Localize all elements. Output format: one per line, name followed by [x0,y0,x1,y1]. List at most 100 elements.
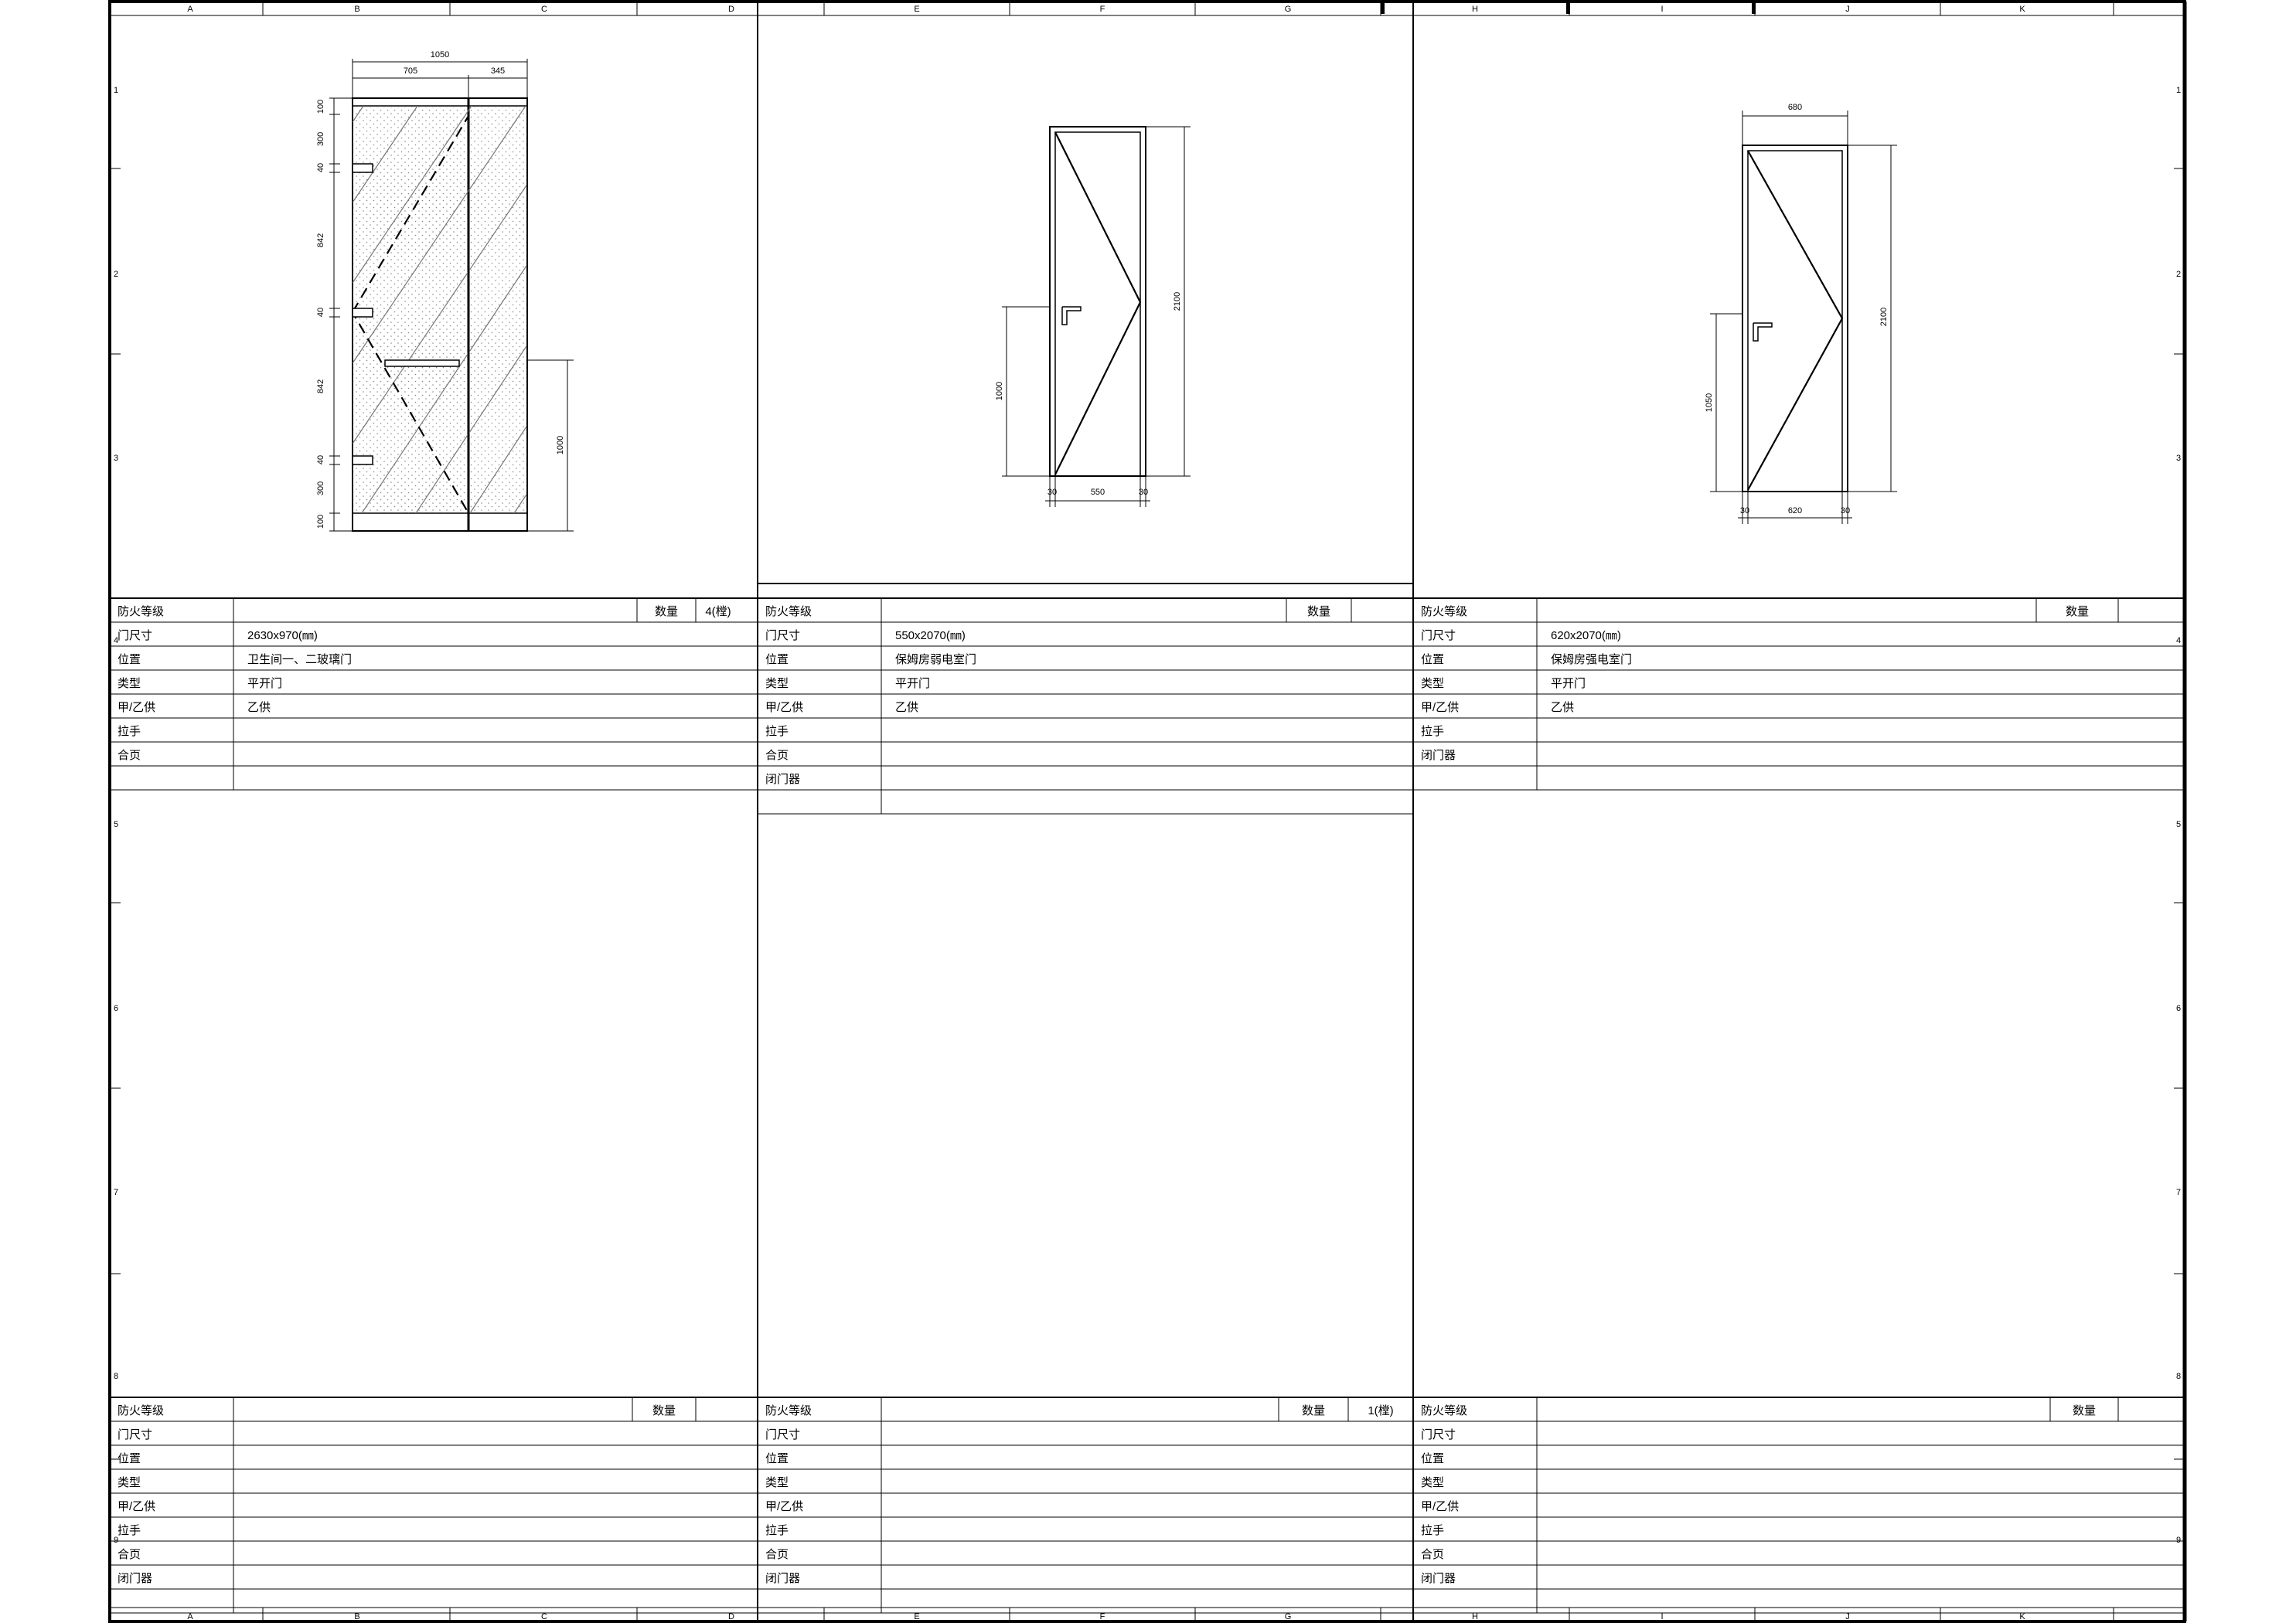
spec-row-label: 拉手 [1421,725,1444,738]
spec-row-label: 闭门器 [1421,749,1456,762]
column-label: H [1472,1612,1478,1621]
fire-rating-label: 防火等级 [765,604,812,618]
hinge-bottom [352,455,373,465]
dim-300-bottom: 300 [316,481,325,495]
row-label-right: 4 [2176,636,2181,645]
column-label: B [354,1612,359,1621]
row-label-left: 9 [114,1536,118,1545]
column-label: K [2019,1612,2025,1621]
column-label: G [1285,1612,1292,1621]
quantity-value: 1(樘) [1368,1404,1393,1417]
spec-row-label: 拉手 [765,1524,789,1537]
fire-rating-label: 防火等级 [1421,604,1467,618]
row-label-left: 5 [114,820,118,829]
spec-row-label: 拉手 [118,1524,141,1537]
spec-row-label: 合页 [118,1548,141,1561]
fire-rating-label: 防火等级 [118,604,164,618]
spec-row-label: 位置 [765,653,789,666]
door-frame-outer [1742,145,1848,492]
grid-marker-top [1752,3,1756,14]
spec-row-label: 门尺寸 [1421,1428,1456,1441]
spec-row-label: 门尺寸 [118,1428,152,1441]
spec-row-label: 类型 [1421,677,1444,690]
row-label-right: 7 [2176,1188,2181,1197]
column-label: H [1472,5,1478,14]
dim-handle-height: 1050 [1705,393,1714,412]
quantity-label: 数量 [655,605,678,618]
spec-row-label: 闭门器 [765,773,800,786]
column-label: F [1100,1612,1105,1621]
door-frame-outer [1049,126,1146,477]
spec-row-value: 保姆房弱电室门 [895,653,976,666]
spec-row-label: 门尺寸 [118,629,152,642]
dimensions-glass-door [329,59,574,532]
spec-row-label: 拉手 [118,725,141,738]
row-label-right: 2 [2176,270,2181,279]
door-frame-inner [1054,131,1141,477]
quantity-label: 数量 [1307,605,1330,618]
swing-indicator [1747,150,1844,491]
row-label-left: 8 [114,1372,118,1381]
dim-40-b: 40 [316,308,325,317]
spec-row-value: 卫生间一、二玻璃门 [247,653,352,666]
column-label: B [354,5,359,14]
lever-handle [1061,306,1082,325]
quantity-label: 数量 [2066,605,2089,618]
quantity-label: 数量 [652,1404,676,1417]
spec-row-label: 类型 [765,677,789,690]
column-label: D [728,5,734,14]
column-label: A [187,5,193,14]
column-label: D [728,1612,734,1621]
spec-row-label: 位置 [1421,653,1444,666]
dim-leaf-width: 550 [1091,488,1105,497]
spec-row-value: 550x2070(㎜) [895,629,966,642]
spec-row-label: 甲/乙供 [765,701,803,714]
spec-row-label: 合页 [1421,1548,1444,1561]
dim-40-a: 40 [316,163,325,172]
spec-row-label: 位置 [118,1452,141,1465]
spec-row-label: 合页 [118,749,141,762]
spec-row-label: 甲/乙供 [1421,701,1459,714]
grid-marker-top [1381,3,1385,14]
dim-height: 2100 [1173,292,1182,311]
column-label: I [1661,5,1663,14]
dimensions-weak-current-door [1002,126,1191,507]
spec-row-label: 类型 [1421,1476,1444,1489]
spec-row-label: 合页 [765,1548,789,1561]
row-label-left: 4 [114,636,118,645]
column-label: A [187,1612,193,1621]
row-label-right: 9 [2176,1536,2181,1545]
dim-frame-right: 30 [1841,506,1850,515]
dim-overall-width: 680 [1788,103,1802,112]
swing-indicator-dashed [352,112,470,517]
glass-fill [353,106,526,513]
column-label: J [1845,5,1850,14]
column-label: E [914,1612,919,1621]
dim-842-b: 842 [316,379,325,393]
spec-row-label: 位置 [765,1452,789,1465]
door-elevation-glass [352,97,528,532]
dim-300-top: 300 [316,132,325,146]
dimensions-strong-current-door [1710,111,1897,524]
door-frame-inner [1747,150,1843,492]
row-label-left: 1 [114,86,118,95]
spec-row-label: 闭门器 [1421,1572,1456,1585]
door-pull-handle [384,359,460,367]
spec-row-label: 闭门器 [118,1572,152,1585]
spec-row-value: 平开门 [895,677,930,690]
row-label-right: 8 [2176,1372,2181,1381]
spec-row-label: 门尺寸 [765,1428,800,1441]
door-elevation-weak-current-room [1049,126,1146,477]
fire-rating-label: 防火等级 [1421,1404,1467,1417]
glass-hatch [352,105,527,514]
row-label-right: 6 [2176,1004,2181,1013]
row-label-right: 5 [2176,820,2181,829]
dim-height: 2100 [1879,308,1889,326]
column-label: K [2019,5,2025,14]
